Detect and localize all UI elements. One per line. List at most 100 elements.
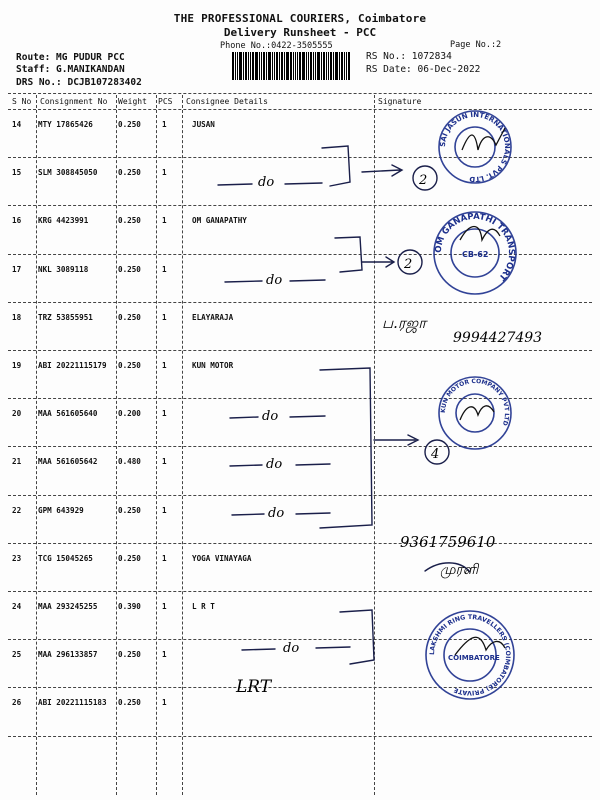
row-divider	[8, 735, 592, 737]
handwritten-phone: 9994427493	[453, 330, 542, 346]
stamp-kun-text: KUN MOTOR COMPANY PVT LTD	[440, 378, 510, 427]
rule-top	[8, 93, 592, 94]
row-sno: 23	[12, 553, 22, 563]
barcode-bar	[276, 52, 278, 80]
barcode-bar	[344, 52, 345, 80]
row-weight: 0.250	[118, 698, 141, 708]
row-divider	[8, 205, 592, 207]
row-consignment-no: MAA 296133857	[38, 650, 98, 660]
col-divider	[374, 95, 375, 795]
col-divider	[116, 95, 117, 795]
page-number: Page No.:2	[450, 40, 502, 50]
barcode-bar	[237, 52, 238, 80]
row-pcs: 1	[162, 120, 167, 129]
row-consignment-no: SLM 308845050	[38, 168, 98, 178]
row-sno: 17	[12, 264, 22, 274]
barcode-bar	[339, 52, 340, 80]
barcode-bar	[299, 52, 301, 80]
row-divider	[8, 687, 592, 689]
barcode-bar	[268, 52, 271, 80]
row-consignee: YOGA VINAYAGA	[192, 553, 252, 563]
row-sno: 15	[12, 168, 22, 178]
row-divider	[8, 157, 592, 159]
barcode-bar	[302, 52, 305, 80]
row-pcs: 1	[162, 553, 167, 563]
handwritten-lrt: LRT	[235, 677, 273, 697]
barcode-bar	[333, 52, 334, 80]
row-sno: 19	[12, 361, 22, 370]
row-consignment-no: MAA 561605640	[38, 409, 98, 419]
row-pcs: 1	[162, 698, 167, 708]
barcode	[232, 52, 356, 80]
barcode-bar	[348, 52, 350, 80]
row-weight: 0.250	[118, 264, 141, 274]
svg-text:OM GANAPATHI TRANSPORT: OM GANAPATHI TRANSPORT	[434, 212, 516, 283]
row-consignment-no: MTY 17865426	[38, 120, 93, 129]
barcode-bar	[284, 52, 285, 80]
row-pcs: 1	[162, 505, 167, 515]
barcode-bar	[317, 52, 320, 80]
col-sno: S No	[12, 97, 32, 106]
row-pcs: 1	[162, 650, 167, 660]
row-weight: 0.250	[118, 312, 141, 322]
barcode-bar	[232, 52, 234, 80]
handwritten-ditto: do	[268, 506, 284, 521]
row-pcs: 1	[162, 264, 167, 274]
handwritten-ditto: do	[262, 409, 278, 424]
handwritten-number: 4	[430, 447, 439, 462]
barcode-bar	[263, 52, 265, 80]
row-sno: 14	[12, 120, 22, 129]
barcode-bar	[313, 52, 314, 80]
row-weight: 0.390	[118, 602, 141, 611]
barcode-bar	[272, 52, 273, 80]
row-consignment-no: KRG 4423991	[38, 216, 89, 226]
row-consignee: KUN MOTOR	[192, 361, 234, 370]
row-divider	[8, 494, 592, 496]
barcode-bar	[295, 52, 296, 80]
row-sno: 18	[12, 312, 22, 322]
col-signature: Signature	[378, 97, 422, 106]
handwritten-phone: 9361759610	[400, 533, 496, 551]
row-divider	[8, 301, 592, 303]
handwritten-ditto: do	[258, 175, 274, 190]
row-pcs: 1	[162, 168, 167, 178]
row-consignment-no: MAA 561605642	[38, 457, 98, 467]
row-consignment-no: NKL 3089118	[38, 264, 89, 274]
row-weight: 0.250	[118, 553, 141, 563]
row-divider	[8, 398, 592, 400]
row-sno: 20	[12, 409, 22, 419]
row-weight: 0.250	[118, 216, 141, 226]
row-pcs: 1	[162, 457, 167, 467]
barcode-bar	[274, 52, 275, 80]
col-consignment: Consignment No	[40, 97, 108, 106]
rs-number: RS No.: 1072834	[366, 51, 452, 62]
row-consignee: L R T	[192, 602, 215, 611]
barcode-bar	[261, 52, 262, 80]
row-consignee: JUSAN	[192, 120, 215, 129]
staff: Staff: G.MANIKANDAN	[16, 64, 125, 75]
barcode-bar	[252, 52, 254, 80]
row-consignment-no: ABI 20221115183	[38, 698, 107, 708]
barcode-bar	[328, 52, 329, 80]
handwritten-ditto: do	[266, 273, 282, 288]
row-pcs: 1	[162, 409, 167, 419]
col-divider	[156, 95, 157, 795]
col-pcs: PCS	[158, 97, 173, 106]
row-sno: 25	[12, 650, 22, 660]
row-weight: 0.250	[118, 650, 141, 660]
row-divider	[8, 350, 592, 351]
handwritten-signature: முரளி	[440, 562, 480, 579]
barcode-bar	[341, 52, 343, 80]
col-consignee: Consignee Details	[186, 97, 268, 106]
barcode-bar	[290, 52, 292, 80]
row-divider	[8, 591, 592, 592]
handwritten-ditto: do	[283, 641, 299, 656]
barcode-bar	[266, 52, 267, 80]
row-pcs: 1	[162, 361, 167, 370]
row-sno: 22	[12, 505, 22, 515]
document-subtitle: Delivery Runsheet - PCC	[223, 26, 377, 39]
row-pcs: 1	[162, 216, 167, 226]
row-sno: 21	[12, 457, 22, 467]
row-consignment-no: GPM 643929	[38, 505, 84, 515]
